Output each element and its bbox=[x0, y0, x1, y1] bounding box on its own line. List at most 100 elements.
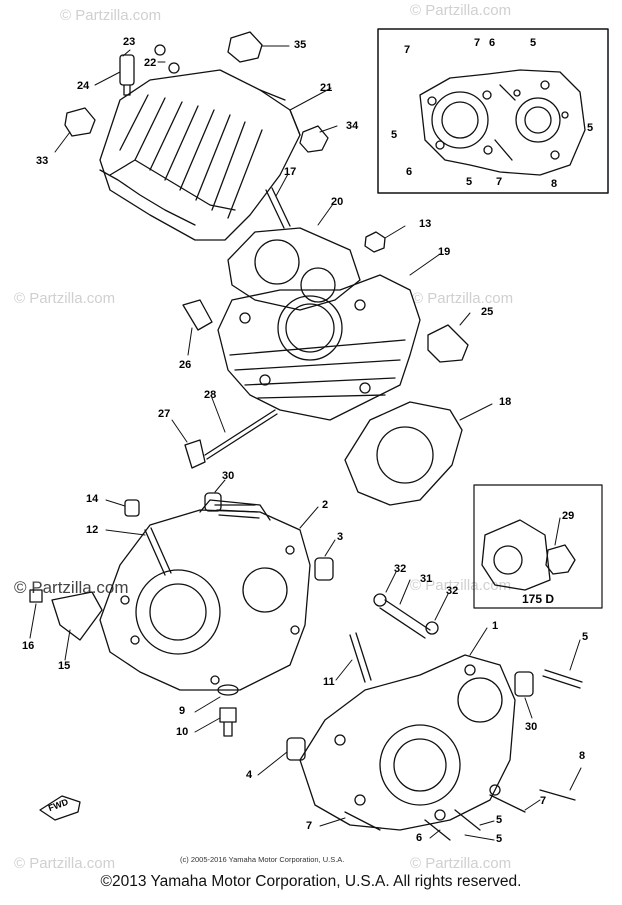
callout-23: 23 bbox=[123, 36, 136, 48]
callout-25: 25 bbox=[481, 306, 494, 318]
base-gasket bbox=[344, 401, 463, 506]
inset-callout-5d: 5 bbox=[466, 176, 473, 188]
callout-5: 5 bbox=[582, 631, 589, 643]
bushing-14 bbox=[124, 499, 140, 517]
callout-7b: 7 bbox=[306, 820, 313, 832]
stud-17 bbox=[265, 187, 291, 229]
callout-35: 35 bbox=[294, 39, 307, 51]
cap-35 bbox=[227, 31, 263, 63]
callout-30: 30 bbox=[222, 470, 235, 482]
nut-13 bbox=[364, 231, 386, 253]
head-gasket bbox=[227, 227, 361, 311]
watermark: © Partzilla.com bbox=[410, 577, 512, 594]
callout-29: 29 bbox=[562, 510, 575, 522]
inset-callout-5c: 5 bbox=[587, 122, 594, 134]
bolt-5b bbox=[454, 809, 481, 831]
callout-17: 17 bbox=[284, 166, 297, 178]
footer-copyright: ©2013 Yamaha Motor Corporation, U.S.A. A… bbox=[100, 873, 522, 890]
watermark: © Partzilla.com bbox=[410, 2, 512, 19]
callout-27: 27 bbox=[158, 408, 171, 420]
callout-16: 16 bbox=[22, 640, 35, 652]
inset-175d-label: 175 D bbox=[522, 592, 555, 606]
stud-11 bbox=[349, 632, 372, 683]
left-crankcase bbox=[99, 499, 311, 691]
callout-8: 8 bbox=[579, 750, 586, 762]
watermark: © Partzilla.com bbox=[14, 855, 116, 872]
callout-2: 2 bbox=[322, 499, 329, 511]
callout-5c: 5 bbox=[496, 833, 503, 845]
clip-32 bbox=[425, 621, 439, 635]
bolt-7b bbox=[344, 811, 381, 831]
callout-32b: 32 bbox=[446, 585, 459, 597]
callout-3: 3 bbox=[337, 531, 344, 543]
inset-callout-8: 8 bbox=[551, 178, 558, 190]
cap-34 bbox=[299, 125, 329, 153]
inset-callout-5b: 5 bbox=[391, 129, 398, 141]
diagram-copyright: (c) 2005-2016 Yamaha Motor Corporation, … bbox=[180, 855, 345, 864]
cap-33 bbox=[64, 107, 96, 137]
bolt-7 bbox=[489, 794, 526, 813]
inset-callout-6b: 6 bbox=[406, 166, 413, 178]
fwd-arrow bbox=[39, 795, 81, 821]
rod-28 bbox=[204, 409, 278, 460]
bolt-8 bbox=[539, 789, 576, 801]
inset-callout-7c: 7 bbox=[496, 176, 503, 188]
watermark: © Partzilla.com bbox=[412, 290, 514, 307]
shaft-31 bbox=[379, 599, 431, 639]
bushing-30b bbox=[514, 671, 534, 697]
callout-6: 6 bbox=[416, 832, 423, 844]
leader-lines bbox=[29, 45, 582, 841]
inset-crankcase-detail bbox=[377, 28, 609, 194]
callout-15: 15 bbox=[58, 660, 71, 672]
callout-7: 7 bbox=[540, 795, 547, 807]
callout-11: 11 bbox=[323, 676, 335, 688]
watermark: © Partzilla.com bbox=[60, 7, 162, 24]
callout-9: 9 bbox=[179, 705, 186, 717]
spark-plug bbox=[119, 44, 180, 96]
callout-34: 34 bbox=[346, 120, 359, 132]
callout-13: 13 bbox=[419, 218, 432, 230]
callout-19: 19 bbox=[438, 246, 451, 258]
callout-30b: 30 bbox=[525, 721, 538, 733]
inset-callout-6: 6 bbox=[489, 37, 496, 49]
fitting-27 bbox=[184, 439, 206, 469]
callout-18: 18 bbox=[499, 396, 512, 408]
sleeve-25 bbox=[427, 324, 469, 363]
bolt-10 bbox=[219, 707, 237, 737]
bushing-4 bbox=[286, 737, 306, 761]
callout-28: 28 bbox=[204, 389, 217, 401]
callout-5b: 5 bbox=[496, 814, 503, 826]
cylinder-head-cover bbox=[99, 69, 301, 241]
cylinder bbox=[217, 274, 421, 421]
clip-32 bbox=[373, 593, 387, 607]
callout-31: 31 bbox=[420, 573, 433, 585]
watermark: © Partzilla.com bbox=[410, 855, 512, 872]
plug-26 bbox=[182, 299, 213, 331]
callout-4: 4 bbox=[246, 769, 253, 781]
callout-33: 33 bbox=[36, 155, 49, 167]
bushing-3 bbox=[314, 557, 334, 581]
watermark: © Partzilla.com bbox=[14, 290, 116, 307]
inset-callout-7: 7 bbox=[404, 44, 411, 56]
right-crankcase bbox=[299, 654, 516, 831]
bolt-16 bbox=[29, 589, 43, 603]
callout-22: 22 bbox=[144, 57, 157, 69]
callout-24: 24 bbox=[77, 80, 90, 92]
inset-callout-5: 5 bbox=[530, 37, 537, 49]
bushing-30 bbox=[204, 492, 222, 512]
bolt-6 bbox=[424, 819, 451, 841]
callout-20: 20 bbox=[331, 196, 344, 208]
inset-callout-7b: 7 bbox=[474, 37, 481, 49]
inset-175d bbox=[473, 484, 603, 609]
callout-12: 12 bbox=[86, 524, 99, 536]
callout-32: 32 bbox=[394, 563, 407, 575]
bolt-12 bbox=[144, 527, 172, 576]
callout-10: 10 bbox=[176, 726, 189, 738]
callout-26: 26 bbox=[179, 359, 192, 371]
washer-9 bbox=[217, 684, 239, 696]
callout-14: 14 bbox=[86, 493, 99, 505]
callout-1: 1 bbox=[492, 620, 499, 632]
callout-21: 21 bbox=[320, 82, 333, 94]
